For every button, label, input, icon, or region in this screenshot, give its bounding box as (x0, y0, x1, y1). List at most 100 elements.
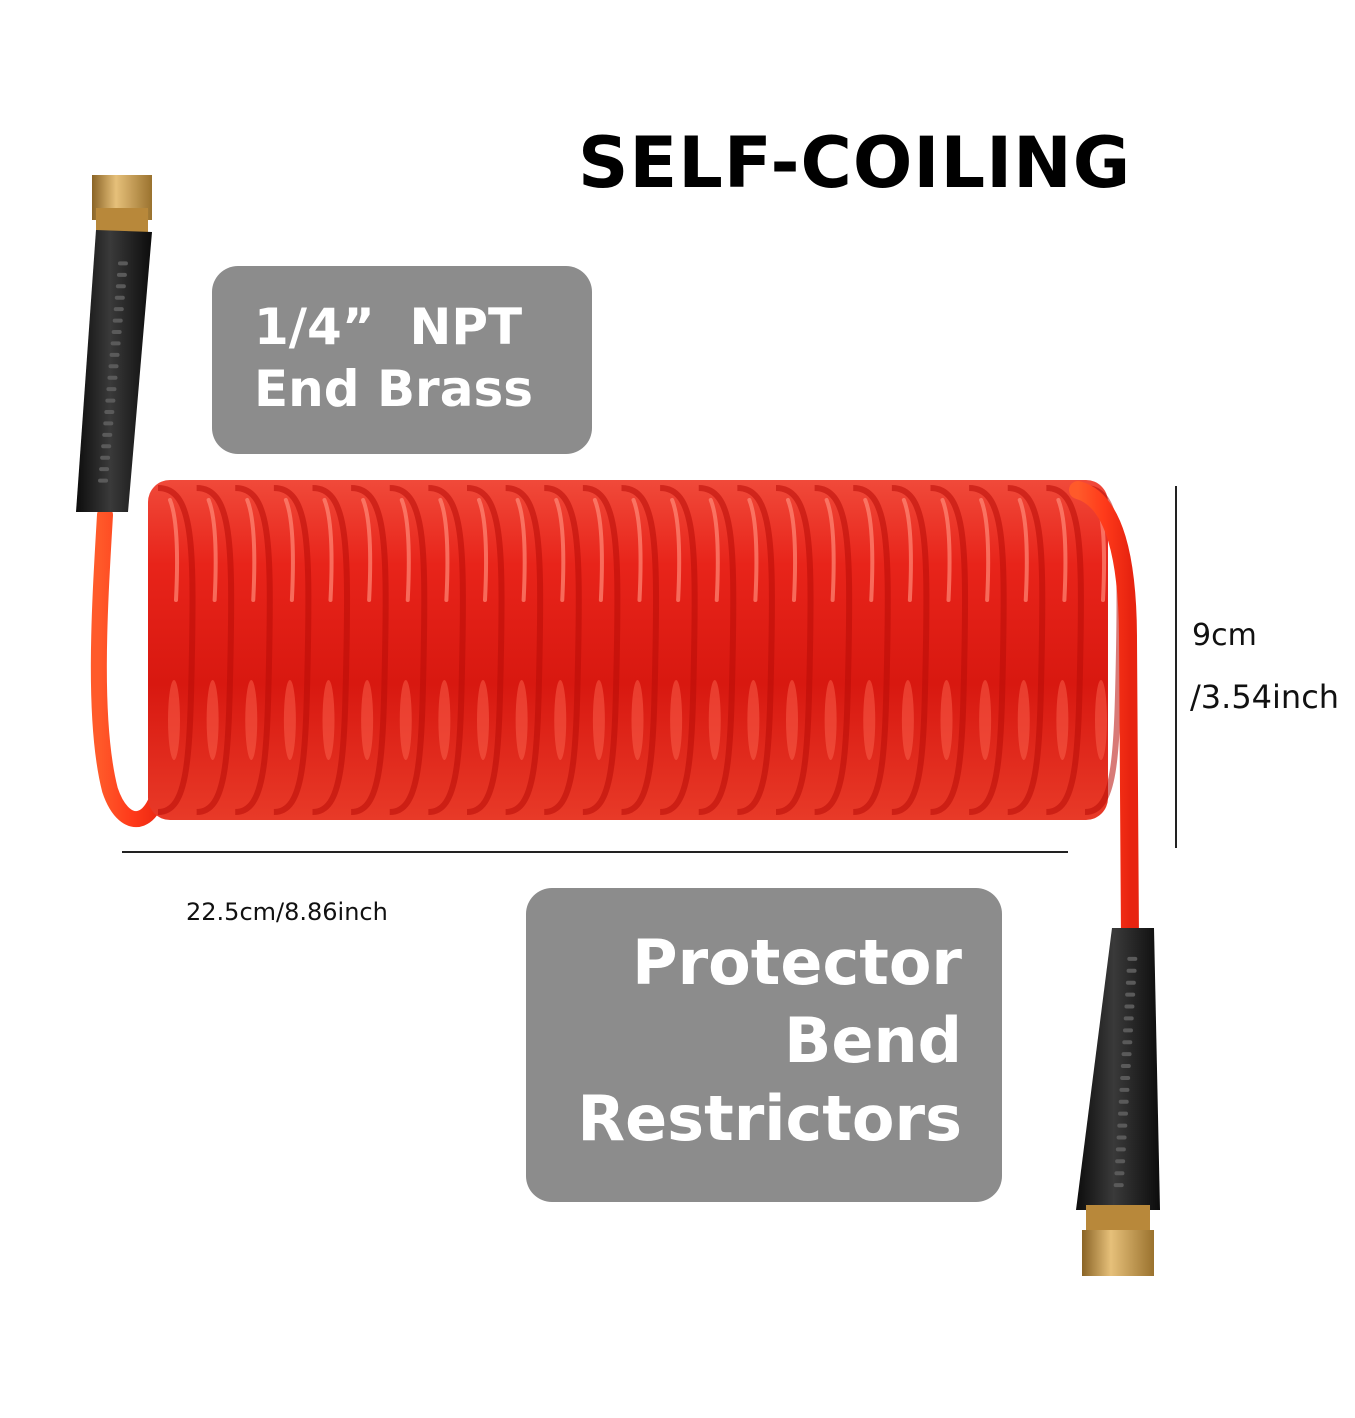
coil-loop-shadow (775, 485, 814, 815)
coil-loop-shadow (1046, 485, 1084, 815)
coil-loop-reflection (399, 680, 412, 760)
length-dimension-label: 22.5cm/8.86inch (186, 898, 388, 926)
sleeve-ridge (1116, 1135, 1127, 1140)
sleeve-ridge (113, 307, 124, 312)
coil-loop-shadow (234, 485, 273, 815)
coil-loop-highlight (940, 498, 952, 602)
coil-loop-shadow (543, 485, 582, 815)
sleeve-ridge (116, 272, 127, 277)
sleeve-ridge (1124, 1004, 1135, 1009)
coil-loop-reflection (515, 680, 528, 760)
sleeve-ridge (101, 444, 112, 449)
coil-loop-highlight (438, 498, 450, 602)
coil-loop-highlight (670, 498, 682, 602)
coil-loop-shadow (621, 485, 660, 815)
diameter-dimension-label-cm: 9cm (1192, 618, 1257, 653)
sleeve-ridge (99, 467, 110, 472)
sleeve-ridge (102, 432, 113, 437)
coil-loop-shadow (350, 485, 389, 815)
sleeve-ridge (1125, 980, 1136, 985)
coil-loop-highlight (824, 498, 836, 602)
coil-loop-reflection (901, 680, 914, 760)
coil-loop-reflection (708, 680, 721, 760)
sleeve-ridge (98, 478, 109, 483)
top-protector-sleeve (76, 230, 152, 512)
sleeve-ridge (1118, 1099, 1129, 1104)
sleeve-ridge (115, 284, 126, 289)
coil-loop-reflection (322, 680, 335, 760)
sleeve-ridge (114, 295, 125, 300)
bottom-sleeve-ridges (1113, 956, 1138, 1188)
coil-loop-reflection (1017, 680, 1030, 760)
coil-loop-reflection (245, 680, 258, 760)
coil-loop-highlight (901, 498, 913, 602)
coil-loop-shadow (891, 485, 930, 815)
sleeve-ridge (111, 330, 122, 334)
sleeve-ridge (106, 387, 117, 392)
left-lead-tube (90, 507, 173, 827)
sleeve-ridge (1113, 1183, 1124, 1188)
sleeve-ridge (1127, 956, 1138, 961)
coil-loop-reflection (361, 680, 374, 760)
sleeve-ridge (105, 398, 116, 403)
protector-callout-line1: Protector (632, 926, 962, 999)
coil-loop-reflection (747, 680, 760, 760)
coil-loop-reflection (863, 680, 876, 760)
coil-loop-highlight (1056, 498, 1068, 602)
coil-loop-highlight (477, 498, 489, 602)
coil-loop-shadow (428, 485, 466, 815)
sleeve-ridge (1120, 1075, 1131, 1080)
coil-loop-shadow (814, 485, 853, 815)
coil-loop-highlight (747, 498, 759, 602)
coil-loop-shadow (659, 485, 698, 815)
coil-loop-highlight (322, 498, 334, 602)
coil-loop-shadow (466, 485, 505, 815)
coil-loop-highlight (1017, 498, 1029, 602)
fitting-callout: 1/4” NPT End Brass (212, 266, 592, 454)
coil-loop-highlight (708, 498, 720, 602)
protector-callout: Protector Bend Restrictors (526, 888, 1002, 1202)
coil-loop-highlight (168, 498, 180, 602)
coil-loop-highlight (283, 498, 295, 602)
coil-loop-reflection (824, 680, 837, 760)
sleeve-ridge (1123, 1028, 1133, 1033)
coil-loop-highlight (554, 498, 566, 602)
coil-loop-highlight (863, 498, 875, 602)
sleeve-ridge (1117, 1123, 1128, 1128)
sleeve-ridge (1126, 968, 1137, 973)
coil-loop-shadow (737, 485, 775, 815)
coil-loop-shadow (312, 485, 351, 815)
sleeve-ridge (109, 352, 120, 357)
sleeve-ridge (100, 455, 111, 460)
sleeve-ridge (1114, 1171, 1125, 1176)
fitting-callout-line2: End Brass (254, 360, 533, 418)
coil-loop-shadow (582, 485, 621, 815)
coil-loop-highlight (361, 498, 373, 602)
sleeve-ridge (1121, 1052, 1132, 1057)
sleeve-ridge (1115, 1147, 1126, 1152)
coil-loop-reflection (631, 680, 644, 760)
coil-loop-reflection (554, 680, 567, 760)
coil-loop-highlight (399, 498, 411, 602)
diameter-dimension-label-inch: /3.54inch (1190, 678, 1340, 716)
sleeve-ridge (112, 318, 123, 323)
coil-loops (157, 485, 1123, 815)
coil-loop-reflection (283, 680, 296, 760)
right-lead-tube (1069, 481, 1139, 949)
sleeve-ridge (108, 364, 119, 369)
protector-callout-line3: Restrictors (577, 1082, 962, 1155)
sleeve-ridge (104, 410, 115, 414)
coil-loop-shadow (968, 485, 1007, 815)
coil-loop-reflection (979, 680, 992, 760)
coil-loop-highlight (631, 498, 643, 602)
coil-loop-shadow (157, 485, 196, 815)
coil-loop-shadow (505, 485, 544, 815)
coil-loop-highlight (786, 498, 798, 602)
sleeve-ridge (1120, 1064, 1131, 1069)
coil-loop-reflection (168, 680, 180, 760)
coil-loop-highlight (245, 498, 257, 602)
coil-loop-shadow (698, 485, 737, 815)
sleeve-ridge (110, 341, 121, 346)
coil-loop-shadow (1007, 485, 1046, 815)
coil-loop-reflection (206, 680, 219, 760)
